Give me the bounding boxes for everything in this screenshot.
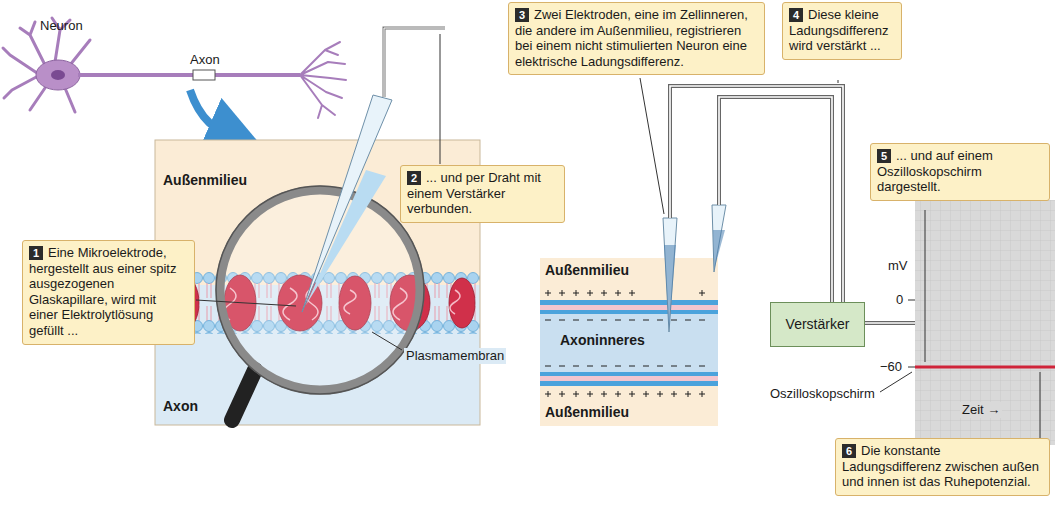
callout-text: Verstärker: [786, 316, 850, 332]
region-label: Außenmilieu: [545, 262, 629, 279]
region-label: Außenmilieu: [545, 404, 629, 421]
axis-value: 0: [896, 292, 903, 308]
part-label: Axon: [190, 52, 220, 68]
callout-text: Die konstante Ladungsdifferenz zwischen …: [842, 443, 1039, 489]
axis-label: mV: [888, 258, 908, 274]
callout-number: 5: [877, 149, 891, 163]
region-label: Axoninneres: [560, 332, 645, 349]
callout-box: 5... und auf einem Oszilloskopschirm dar…: [870, 143, 1050, 201]
leader-lines: [196, 34, 1040, 440]
neuron-drawing: [3, 18, 346, 140]
amplifier-box: Verstärker: [770, 302, 865, 347]
part-label: Plasmamembran: [404, 348, 506, 364]
callout-box: 1Eine Mikroelektrode, hergestellt aus ei…: [22, 240, 195, 345]
axon-section: [540, 258, 718, 426]
callout-text: Diese kleine Ladungsdifferenz wird verst…: [789, 7, 889, 53]
callout-box: 6Die konstante Ladungsdifferenz zwischen…: [835, 438, 1050, 496]
callout-text: ... und auf einem Oszilloskopschirm darg…: [877, 148, 993, 194]
callout-number: 1: [29, 246, 43, 260]
region-label: Außenmilieu: [163, 172, 247, 189]
oscilloscope-screen: [908, 200, 1055, 445]
electrodes-wires: [663, 86, 915, 332]
callout-box: 4Diese kleine Ladungsdifferenz wird vers…: [782, 2, 902, 60]
part-label: Neuron: [40, 18, 83, 34]
callout-box: 3Zwei Elektroden, eine im Zellinneren, d…: [508, 2, 765, 75]
axis-value: −60: [880, 359, 902, 375]
callout-text: Zwei Elektroden, eine im Zellinneren, di…: [515, 7, 748, 69]
callout-box: 2... und per Draht mit einem Verstärker …: [400, 165, 565, 223]
region-label: Axon: [163, 398, 198, 415]
callout-text: ... und per Draht mit einem Verstärker v…: [407, 170, 541, 216]
axis-label: Zeit →: [960, 402, 1002, 418]
callout-number: 6: [842, 444, 856, 458]
callout-number: 3: [515, 8, 529, 22]
callout-text: Eine Mikroelektrode, hergestellt aus ein…: [29, 245, 176, 338]
part-label: Oszilloskopschirm: [770, 386, 875, 402]
callout-number: 2: [407, 171, 421, 185]
callout-number: 4: [789, 8, 803, 22]
